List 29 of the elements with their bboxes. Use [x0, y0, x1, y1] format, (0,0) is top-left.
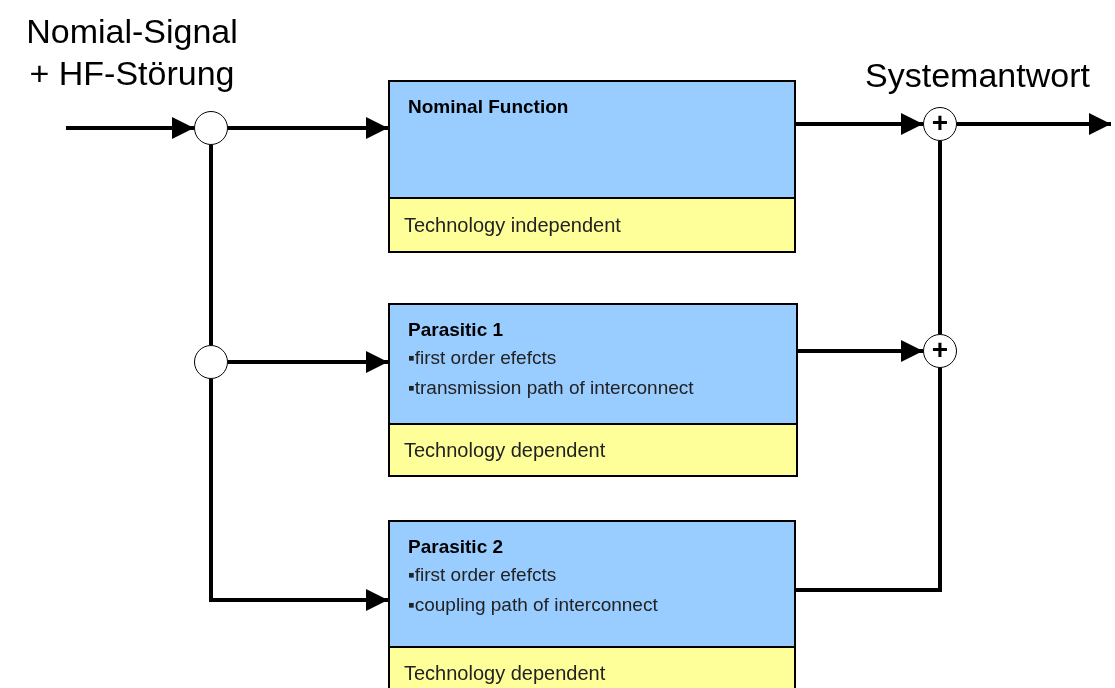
bullet-text: ▪first order efefcts: [408, 563, 557, 587]
summing-junction: [923, 334, 957, 368]
block-heading: Nominal Function: [408, 95, 569, 119]
band-label: Technology dependent: [404, 661, 606, 686]
block-box: [388, 303, 798, 477]
output-label: Systemantwort: [864, 55, 1091, 96]
arrow: [798, 340, 923, 362]
bullet-text: ▪first order efefcts: [408, 346, 557, 370]
bullet-text: ▪transmission path of interconnect: [408, 376, 694, 400]
summing-junction: [923, 107, 957, 141]
connector-line: [209, 145, 213, 345]
block-heading: Parasitic 1: [408, 318, 504, 342]
arrow: [209, 379, 388, 611]
connector-line: [796, 368, 942, 592]
band-label: Technology independent: [404, 213, 621, 238]
arrow: [796, 113, 923, 135]
bullet-text: ▪coupling path of interconnect: [408, 593, 658, 617]
plus-sign: +: [931, 336, 949, 364]
band-label: Technology dependent: [404, 438, 606, 463]
input-signal-label: Nomial-Signal + HF-Störung: [25, 11, 239, 94]
arrow: [228, 351, 388, 373]
block-box: [388, 520, 796, 688]
arrow: [957, 113, 1111, 135]
block-heading: Parasitic 2: [408, 535, 504, 559]
arrow: [66, 117, 194, 139]
block-box: [388, 80, 796, 253]
plus-sign: +: [931, 109, 949, 137]
arrow: [228, 117, 388, 139]
connector-line: [938, 141, 942, 334]
